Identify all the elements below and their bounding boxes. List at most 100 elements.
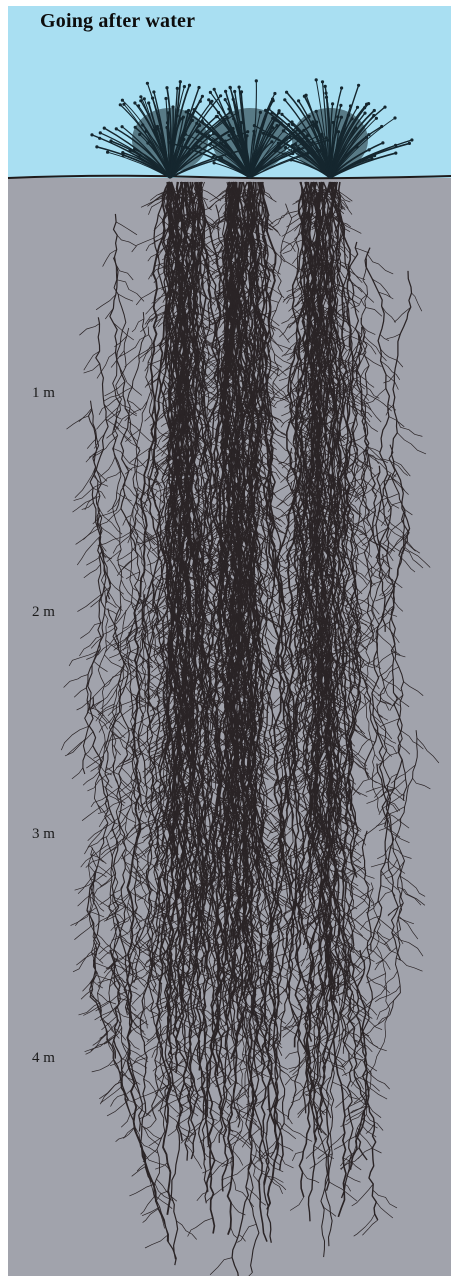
root-twig [154, 214, 168, 231]
root-twig [135, 877, 147, 888]
root-twig [84, 564, 101, 578]
root-twig [132, 1103, 145, 1115]
root-twig [72, 768, 83, 779]
root-twig [399, 916, 418, 939]
root-twig [73, 948, 96, 972]
root-twig [358, 598, 368, 605]
root-twig [64, 675, 88, 688]
root-twig [94, 855, 122, 882]
root-twig [392, 478, 405, 491]
root-twig [151, 491, 165, 504]
root-twig [121, 580, 140, 604]
root-twig [361, 324, 375, 335]
root-twig [83, 772, 99, 786]
root-twig [77, 595, 101, 612]
root-twig [95, 963, 111, 969]
root-twig [176, 1221, 196, 1240]
root-twig [367, 1064, 377, 1071]
root-twig [107, 1100, 128, 1116]
root-twig [100, 456, 115, 476]
root-twig [105, 608, 118, 615]
root-twig [382, 667, 399, 681]
depth-marker-4m: 4 m [32, 1050, 55, 1067]
root-strand [392, 271, 412, 556]
root-twig [380, 701, 393, 706]
root-twig [77, 536, 100, 565]
depth-marker-1m: 1 m [32, 385, 55, 402]
plants-layer [90, 78, 413, 178]
root-twig [403, 549, 423, 568]
root-twig [400, 876, 425, 896]
root-twig [143, 1209, 158, 1223]
root-twig [298, 1104, 309, 1118]
root-twig [129, 1185, 153, 1196]
root-twig [364, 696, 388, 721]
root-twig [96, 295, 116, 310]
root-twig [266, 1176, 283, 1183]
root-twig [177, 1106, 192, 1117]
root-twig [373, 1190, 397, 1208]
root-twig [273, 423, 295, 447]
root-twig [354, 537, 366, 549]
root-twig [290, 1197, 304, 1211]
root-twig [84, 364, 100, 373]
root-twig [86, 1034, 107, 1054]
root-twig [145, 1234, 169, 1248]
root-twig [79, 1003, 100, 1015]
root-twig [401, 731, 423, 749]
root-twig [303, 1172, 320, 1183]
root-twig [246, 1187, 266, 1205]
root-twig [387, 334, 401, 339]
root-twig [140, 1123, 159, 1145]
root-twig [141, 858, 163, 876]
root-twig [123, 1058, 148, 1077]
root-twig [277, 1142, 293, 1152]
illustration-title: Going after water [40, 10, 195, 33]
root-twig [117, 280, 144, 302]
root-twig [82, 801, 108, 821]
root-twig [407, 542, 420, 554]
root-twig [117, 235, 136, 246]
root-twig [156, 1191, 169, 1202]
root-twig [148, 263, 164, 280]
root-twig [367, 447, 380, 452]
root-mass [61, 182, 439, 1276]
root-twig [111, 582, 124, 594]
root-twig [352, 1184, 374, 1206]
root-twig [285, 1052, 298, 1059]
root-twig [353, 285, 374, 303]
root-twig [102, 628, 115, 635]
root-twig [120, 593, 135, 606]
depth-marker-2m: 2 m [32, 604, 55, 621]
root-twig [376, 632, 400, 655]
root-twig [405, 548, 430, 568]
root-twig [417, 738, 439, 763]
root-twig [361, 478, 382, 494]
root-twig [126, 572, 140, 579]
root-twig [291, 213, 299, 218]
root-twig [337, 899, 357, 909]
root-twig [86, 557, 100, 566]
root-twig [351, 1010, 382, 1030]
root-twig [125, 686, 146, 708]
root-twig [79, 324, 99, 336]
root-strand [372, 466, 394, 827]
root-twig [352, 931, 368, 941]
root-twig [105, 308, 113, 319]
root-strand [83, 409, 105, 774]
root-twig [366, 308, 382, 317]
root-twig [329, 870, 354, 890]
root-twig [71, 913, 90, 926]
root-twig [367, 254, 393, 274]
root-twig [116, 222, 137, 235]
root-twig [365, 987, 386, 1007]
root-twig [392, 933, 423, 957]
root-twig [74, 923, 93, 939]
root-twig [383, 375, 394, 383]
root-twig [142, 1207, 160, 1216]
root-strand [87, 515, 106, 714]
root-twig [243, 1273, 253, 1276]
root-twig [412, 293, 422, 311]
